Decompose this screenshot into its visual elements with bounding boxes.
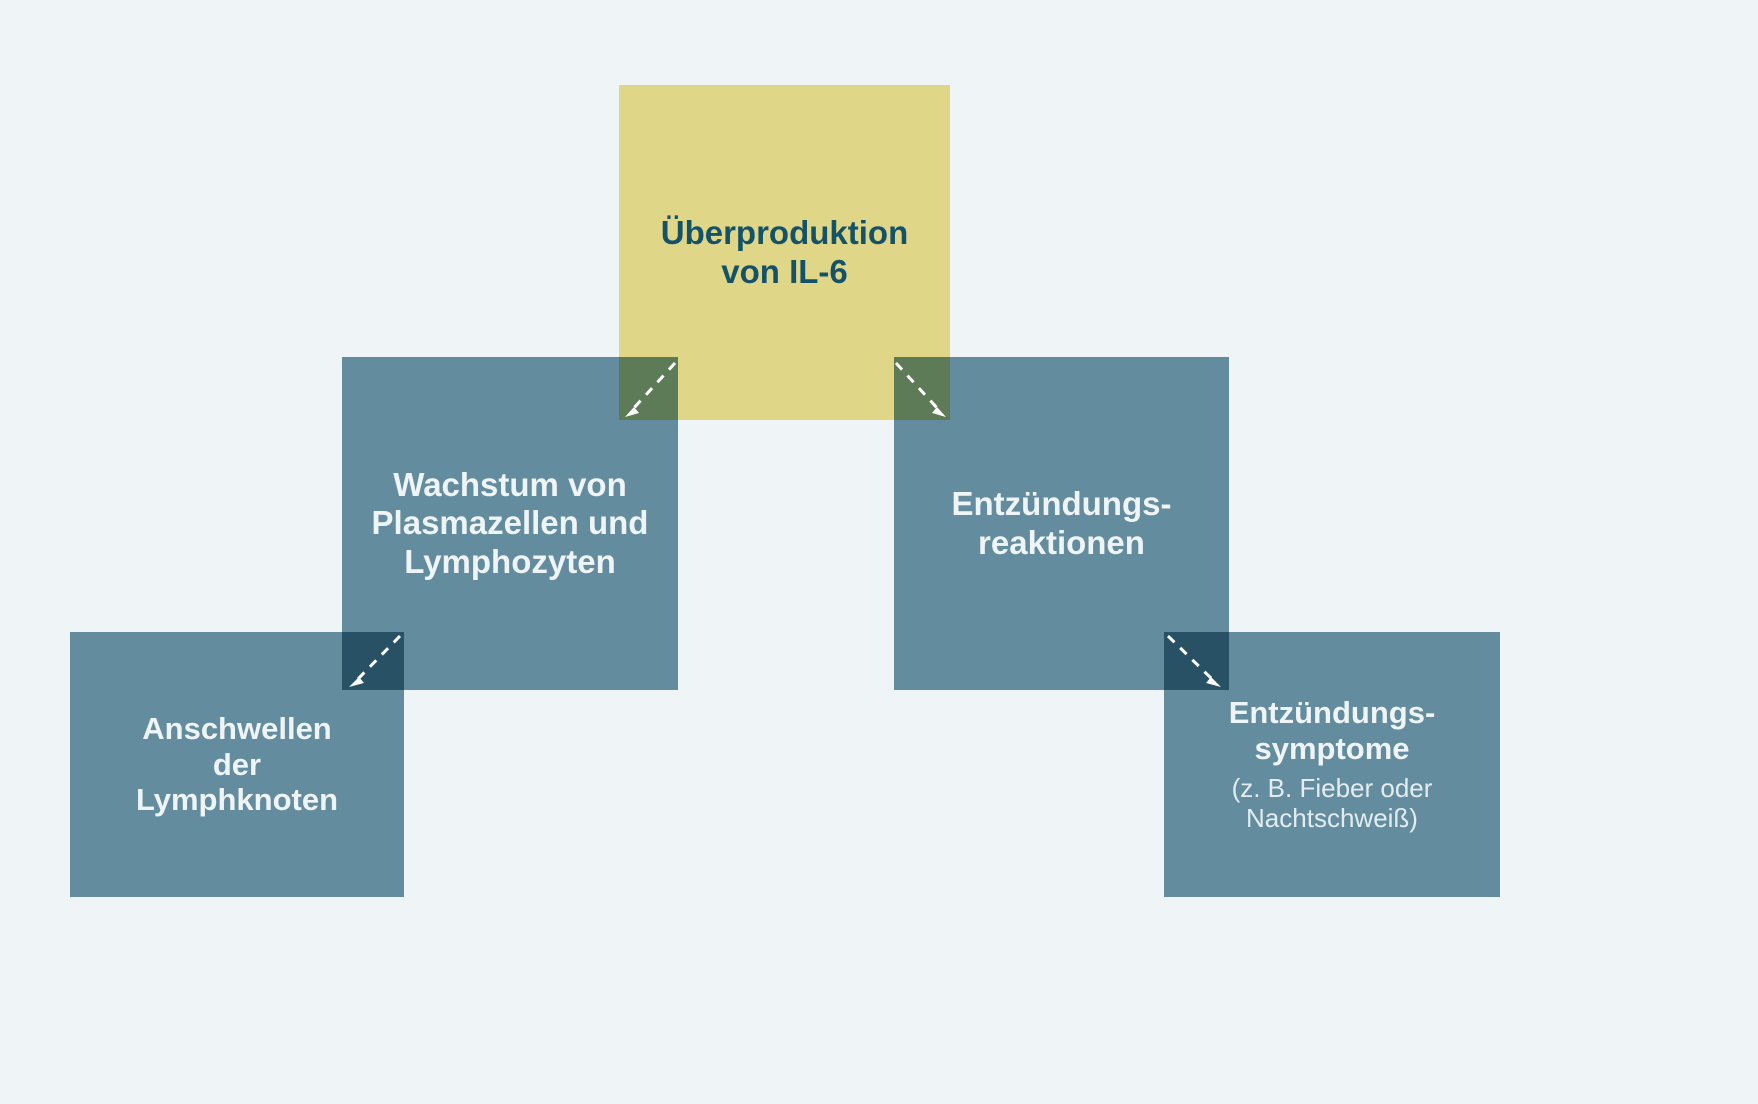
node-label-line: Lymphozyten [404,542,616,580]
node-note-line: (z. B. Fieber oder [1231,772,1433,803]
node-entzuendungssymptome[interactable]: Entzündungs- symptome (z. B. Fieber oder… [1164,632,1500,897]
node-label-line: Anschwellen [142,710,332,746]
node-label-line: Entzündungs- [951,485,1172,523]
node-label-line: Überproduktion [660,214,909,252]
node-label-line: Lymphknoten [135,782,339,818]
node-note-line: Nachtschweiß) [1246,803,1418,834]
node-label-line: Plasmazellen und [371,504,649,542]
node-label-line: Entzündungs- [1228,694,1436,730]
node-anschwellen-lymphknoten[interactable]: Anschwellen der Lymphknoten [70,632,404,897]
node-label-line: symptome [1254,730,1410,766]
node-label-line: von IL-6 [721,252,848,290]
node-label-line: der [212,746,262,782]
node-label-line: reaktionen [978,523,1145,561]
node-label-line: Wachstum von [393,466,627,504]
